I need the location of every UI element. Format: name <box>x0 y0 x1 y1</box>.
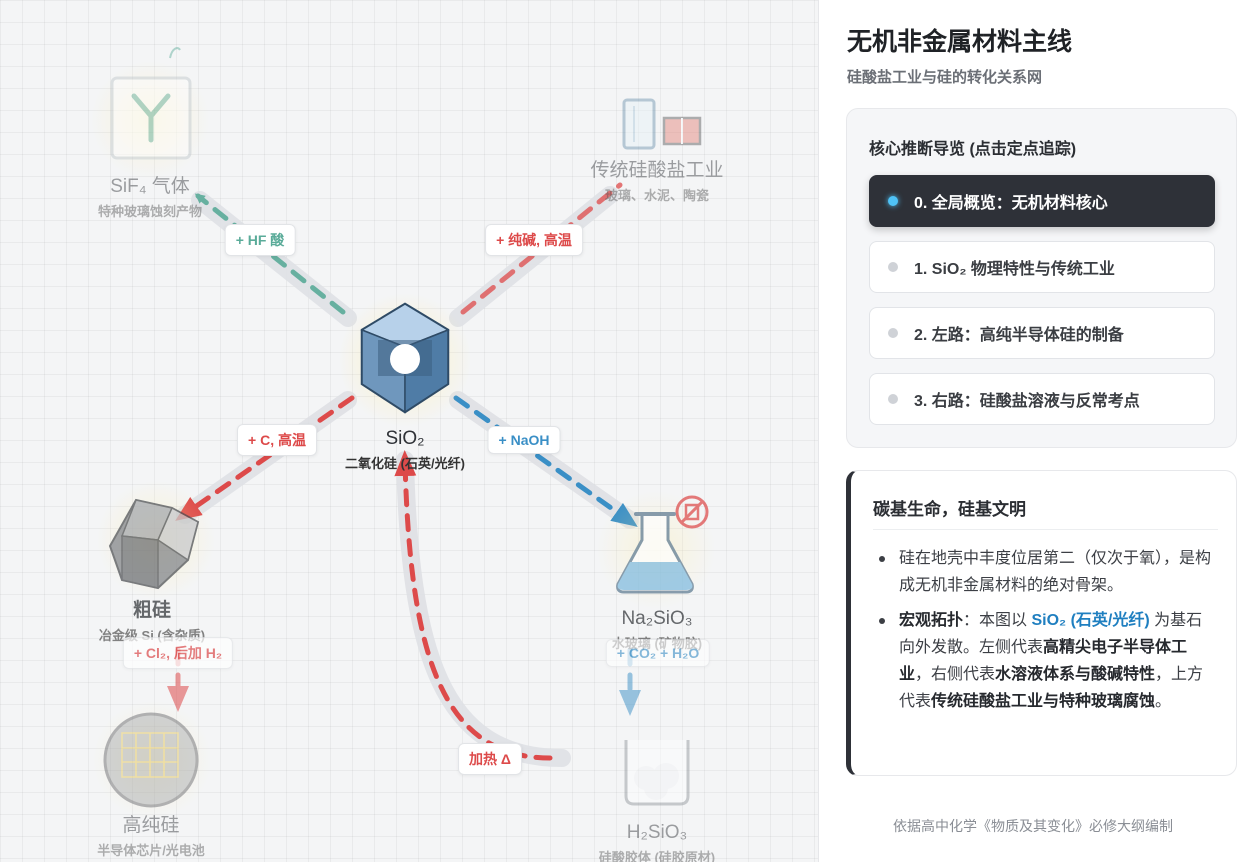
guide-card: 核心推断导览 (点击定点追踪) 0. 全局概览：无机材料核心 1. SiO₂ 物… <box>846 108 1237 448</box>
node-sio2[interactable]: SiO₂ 二氧化硅 (石英/光纤) <box>345 428 465 472</box>
panel-subtitle: 硅酸盐工业与硅的转化关系网 <box>847 69 1043 86</box>
edge-label-naoh: + NaOH <box>487 426 561 454</box>
info-bullet: 宏观拓扑：本图以 SiO₂ (石英/光纤) 为基石向外发散。左侧代表高精尖电子半… <box>873 607 1213 715</box>
beaker-icon[interactable] <box>620 734 694 808</box>
node-pure-si[interactable]: 高纯硅 半导体芯片/光电池 <box>97 815 205 859</box>
node-h2sio3-sub: 硅酸胶体 (硅胶原材) <box>598 850 716 862</box>
step-indicator-dot <box>888 262 898 272</box>
edge-hf <box>194 193 346 315</box>
node-pure-si-name: 高纯硅 <box>122 815 180 836</box>
node-pure-si-sub: 半导体芯片/光电池 <box>97 843 205 858</box>
info-title: 碳基生命，硅基文明 <box>873 500 1026 519</box>
edge-label-heat: 加热 Δ <box>458 743 522 775</box>
node-sio2-sub: 二氧化硅 (石英/光纤) <box>345 456 465 471</box>
bullet-text: ，上方代表 <box>899 666 1204 710</box>
info-list: 硅在地壳中丰度位居第二（仅次于氧），是构成无机非金属材料的绝对骨架。 宏观拓扑：… <box>873 545 1213 723</box>
bullet-text: 硅在地壳中丰度位居第二（仅次于氧），是构成无机非金属材料的绝对骨架。 <box>899 550 1212 594</box>
gas-jar-icon[interactable] <box>108 44 194 162</box>
bullet-bold: 传统硅酸盐工业与特种玻璃腐蚀 <box>931 693 1156 710</box>
node-sio2-name: SiO₂ <box>385 428 425 449</box>
step-label: 1. SiO₂ 物理特性与传统工业 <box>914 261 1115 278</box>
sio2-crystal-icon[interactable] <box>360 302 450 414</box>
bullet-text: 为基石向外发散。左侧代表 <box>899 612 1203 656</box>
bullet-text: ：本图以 <box>963 612 1032 629</box>
step-indicator-dot <box>888 328 898 338</box>
node-crude-si-name: 粗硅 <box>132 600 172 621</box>
bullet-highlight: SiO₂ (石英/光纤) <box>1031 612 1150 629</box>
step-indicator-dot <box>888 394 898 404</box>
diagram-canvas[interactable]: SiO₂ 二氧化硅 (石英/光纤) SiF₄ 气体 特种玻璃蚀刻产物 传统硅酸盐… <box>0 0 818 862</box>
step-overview[interactable]: 0. 全局概览：无机材料核心 <box>869 175 1215 227</box>
info-divider <box>873 529 1218 530</box>
step-silicate-solution[interactable]: 3. 右路：硅酸盐溶液与反常考点 <box>869 373 1215 425</box>
edge-label-co2: + CO₂ + H₂O <box>605 639 711 667</box>
edge-carbon <box>175 395 355 521</box>
node-sif4-name: SiF₄ 气体 <box>110 176 190 197</box>
bullet-lead: 宏观拓扑 <box>899 612 964 629</box>
step-label: 3. 右路：硅酸盐溶液与反常考点 <box>914 393 1140 410</box>
node-h2sio3-name: H₂SiO₃ <box>626 822 688 843</box>
guide-title: 核心推断导览 (点击定点追踪) <box>869 141 1077 158</box>
crude-silicon-rock-icon[interactable] <box>108 496 202 592</box>
node-sif4[interactable]: SiF₄ 气体 特种玻璃蚀刻产物 <box>98 176 202 220</box>
node-silicate-industry-name: 传统硅酸盐工业 <box>590 160 724 181</box>
footer-note: 依据高中化学《物质及其变化》必修大纲编制 <box>893 818 1173 834</box>
bullet-text: ，右侧代表 <box>915 666 996 683</box>
step-label: 0. 全局概览：无机材料核心 <box>914 195 1108 212</box>
info-card: 碳基生命，硅基文明 硅在地壳中丰度位居第二（仅次于氧），是构成无机非金属材料的绝… <box>846 470 1237 776</box>
edge-label-hf: + HF 酸 <box>224 224 296 256</box>
info-bullet: 硅在地壳中丰度位居第二（仅次于氧），是构成无机非金属材料的绝对骨架。 <box>873 545 1213 599</box>
edge-naoh <box>453 395 638 527</box>
bullet-bold: 水溶液体系与酸碱特性 <box>995 666 1156 683</box>
node-silicate-industry-sub: 玻璃、水泥、陶瓷 <box>604 188 710 203</box>
node-h2sio3[interactable]: H₂SiO₃ 硅酸胶体 (硅胶原材) <box>599 822 715 862</box>
step-indicator-dot <box>888 196 898 206</box>
edge-label-carbon: + C, 高温 <box>237 424 317 456</box>
node-silicate-industry[interactable]: 传统硅酸盐工业 玻璃、水泥、陶瓷 <box>590 160 723 204</box>
node-sif4-sub: 特种玻璃蚀刻产物 <box>97 204 203 219</box>
step-semiconductor-si[interactable]: 2. 左路：高纯半导体硅的制备 <box>869 307 1215 359</box>
glass-ceramic-icon[interactable] <box>620 96 704 152</box>
side-panel: 无机非金属材料主线 硅酸盐工业与硅的转化关系网 核心推断导览 (点击定点追踪) … <box>818 0 1246 862</box>
bullet-bold: 高精尖电子半导体工业 <box>899 639 1188 683</box>
panel-title: 无机非金属材料主线 <box>847 28 1073 56</box>
bullet-text: 。 <box>1155 693 1172 710</box>
edge-label-cl2: + Cl₂, 后加 H₂ <box>122 637 234 669</box>
silicon-wafer-icon[interactable] <box>102 711 200 809</box>
step-label: 2. 左路：高纯半导体硅的制备 <box>914 327 1124 344</box>
edge-label-soda: + 纯碱, 高温 <box>485 224 583 256</box>
node-na2sio3-name: Na₂SiO₃ <box>621 608 693 629</box>
flask-icon[interactable] <box>612 494 712 598</box>
step-sio2-properties[interactable]: 1. SiO₂ 物理特性与传统工业 <box>869 241 1215 293</box>
